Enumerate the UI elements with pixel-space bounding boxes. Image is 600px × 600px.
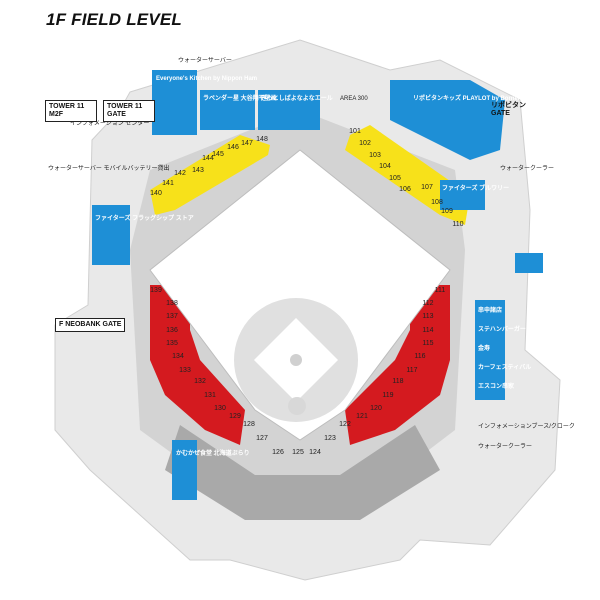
section-117[interactable]: 117 <box>406 367 417 374</box>
section-143[interactable]: 143 <box>192 167 204 174</box>
section-119[interactable]: 119 <box>382 392 393 399</box>
field <box>149 149 451 441</box>
home-plate-area <box>288 397 306 415</box>
section-139[interactable]: 139 <box>150 287 162 294</box>
fighters-store-label: ファイターズ フラッグシップ ストア <box>95 214 194 222</box>
section-141[interactable]: 141 <box>162 180 174 187</box>
tsurukame-label: ラベンダー星 大谷翔平壁画 <box>203 94 277 102</box>
section-147[interactable]: 147 <box>241 140 253 147</box>
section-146[interactable]: 146 <box>227 144 239 151</box>
section-129[interactable]: 129 <box>229 413 241 420</box>
section-118[interactable]: 118 <box>392 378 403 385</box>
kamikaze-facility[interactable] <box>172 440 197 500</box>
section-144[interactable]: 144 <box>202 155 214 162</box>
section-109[interactable]: 109 <box>441 208 453 215</box>
kinryo-label: きっとしばよなよなエール <box>261 94 333 102</box>
section-136[interactable]: 136 <box>166 327 178 334</box>
section-145[interactable]: 145 <box>212 151 224 158</box>
water-server-label: ウォーターサーバー <box>178 56 232 64</box>
section-140[interactable]: 140 <box>150 190 162 197</box>
tower11-m2f-gate[interactable]: TOWER 11 M2F <box>45 100 97 122</box>
section-130[interactable]: 130 <box>214 405 226 412</box>
section-102[interactable]: 102 <box>359 140 371 147</box>
tower11-gate[interactable]: TOWER 11 GATE <box>103 100 155 122</box>
right-booth-column[interactable] <box>475 300 505 400</box>
tsurukame-facility[interactable] <box>200 90 255 130</box>
section-112[interactable]: 112 <box>422 300 433 307</box>
yellow-stand-right <box>345 125 470 225</box>
fighters-factory-label: ファイターズ ブルワリー <box>442 184 509 192</box>
section-107[interactable]: 107 <box>421 184 433 191</box>
water-cooler-right-label: ウォータークーラー <box>500 164 554 172</box>
section-116[interactable]: 116 <box>414 353 425 360</box>
section-110[interactable]: 110 <box>452 221 463 228</box>
red-stand-right <box>345 285 450 445</box>
section-115[interactable]: 115 <box>422 340 433 347</box>
right-booth-label-3: カーフェスティバル <box>478 363 531 371</box>
section-148[interactable]: 148 <box>256 136 268 143</box>
everyones-kitchen-facility[interactable] <box>152 70 197 135</box>
kinryo-facility[interactable] <box>258 90 320 130</box>
section-121[interactable]: 121 <box>356 413 368 420</box>
section-105[interactable]: 105 <box>389 175 401 182</box>
section-137[interactable]: 137 <box>166 313 178 320</box>
section-142[interactable]: 142 <box>174 170 186 177</box>
section-122[interactable]: 122 <box>339 421 351 428</box>
section-106[interactable]: 106 <box>399 186 411 193</box>
section-111[interactable]: 111 <box>435 287 446 294</box>
section-125[interactable]: 125 <box>292 449 304 456</box>
section-103[interactable]: 103 <box>369 152 381 159</box>
right-booth-label-0: 串申諸店 <box>478 306 502 314</box>
section-128[interactable]: 128 <box>243 421 255 428</box>
right-bottom-facility[interactable] <box>515 253 543 273</box>
right-booth-label-4: エスコン串家 <box>478 382 514 390</box>
section-123[interactable]: 123 <box>324 435 336 442</box>
ribbon-kids-facility[interactable] <box>390 80 505 160</box>
information-center-label: インフォメーション センター <box>70 119 149 127</box>
section-134[interactable]: 134 <box>172 353 184 360</box>
info-booth-label: インフォメーションブース/クローク <box>478 422 575 430</box>
area300-label: AREA 300 <box>340 96 368 102</box>
fighters-store-facility[interactable] <box>92 205 130 265</box>
section-120[interactable]: 120 <box>370 405 382 412</box>
f-neobank-gate[interactable]: F NEOBANK GATE <box>55 318 126 332</box>
yellow-stand-left <box>150 135 270 215</box>
tower11-m2f-label: TOWER 11 M2F <box>49 103 85 118</box>
fighters-factory-facility[interactable] <box>440 180 485 210</box>
section-127[interactable]: 127 <box>256 435 268 442</box>
section-133[interactable]: 133 <box>179 367 191 374</box>
section-114[interactable]: 114 <box>422 327 433 334</box>
section-132[interactable]: 132 <box>194 378 206 385</box>
section-126[interactable]: 126 <box>272 449 284 456</box>
everyones-kitchen-label: Everyone's Kitchen by Nippon Ham <box>156 76 257 82</box>
f-neobank-gate-label: F NEOBANK GATE <box>59 321 122 328</box>
section-101[interactable]: 101 <box>349 128 361 135</box>
pitchers-mound <box>290 354 302 366</box>
ribbon-kids-label: リポビタンキッズ PLAYLOT by Bornelund <box>413 94 531 102</box>
water-cooler-bottom-label: ウォータークーラー <box>478 442 532 450</box>
map-title: 1F FIELD LEVEL <box>46 10 182 29</box>
red-stand-left <box>150 285 245 445</box>
right-booth-label-2: 金寿 <box>477 344 490 352</box>
section-138[interactable]: 138 <box>166 300 178 307</box>
section-113[interactable]: 113 <box>422 313 433 320</box>
tower11-gate-label: TOWER 11 GATE <box>107 103 143 118</box>
back-stand <box>165 425 440 520</box>
ribbon-gate[interactable]: リポビタン GATE <box>488 100 532 120</box>
section-131[interactable]: 131 <box>204 392 216 399</box>
water-server-mobile-label: ウォーターサーバー モバイルバッテリー貸出 <box>48 164 170 172</box>
section-104[interactable]: 104 <box>379 163 391 170</box>
section-108[interactable]: 108 <box>431 199 443 206</box>
right-booth-label-1: ステハンバーガー <box>478 325 526 333</box>
section-124[interactable]: 124 <box>309 449 321 456</box>
ribbon-gate-label: リポビタン GATE <box>491 102 526 117</box>
section-135[interactable]: 135 <box>166 340 178 347</box>
kamikaze-label: かむかぜ食堂 北海道ぶらり <box>176 449 250 457</box>
